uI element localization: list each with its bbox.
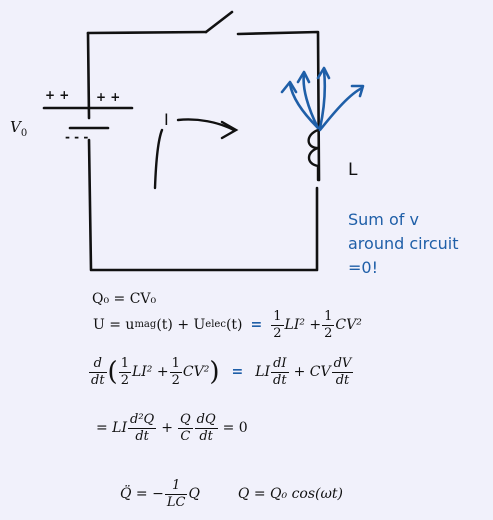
plus-left-label: + + bbox=[45, 88, 70, 102]
source-label: V0 bbox=[10, 118, 28, 139]
top-wire-right bbox=[236, 30, 321, 182]
kvl-note: Sum of v around circuit =0! bbox=[348, 208, 458, 280]
li2-term-2: LI² + bbox=[131, 364, 169, 380]
eq4-lhs: = LI bbox=[96, 420, 128, 436]
close-paren: ) bbox=[209, 357, 220, 387]
kvl-note-line3: =0! bbox=[348, 258, 378, 277]
top-wire-left bbox=[86, 30, 208, 35]
blue-equals-2: = bbox=[231, 364, 244, 380]
qdd-lhs: Q̈ = − bbox=[120, 486, 164, 502]
qdd-rhs: Q bbox=[188, 486, 200, 502]
open-paren: ( bbox=[107, 357, 118, 387]
eq4-rhs: = 0 bbox=[222, 420, 248, 436]
kvl-note-line1: Sum of v bbox=[348, 210, 419, 229]
cv-term: + CV bbox=[293, 364, 331, 380]
energy-t: (t) bbox=[225, 317, 243, 333]
blue-equals: = bbox=[250, 317, 263, 333]
cv2-term: CV² bbox=[335, 317, 362, 333]
plus-sign: + bbox=[161, 420, 173, 436]
bottom-wire bbox=[87, 138, 319, 272]
field-lines-icon bbox=[280, 66, 365, 132]
left-wire-upper bbox=[86, 31, 91, 120]
current-label: I bbox=[164, 110, 169, 129]
cv2-term-2: CV² bbox=[182, 364, 210, 380]
equation-solution: Q = Q₀ cos(ωt) bbox=[237, 486, 343, 502]
li2-term: LI² + bbox=[284, 317, 322, 333]
inductor-label: L bbox=[348, 160, 358, 180]
kvl-note-line2: around circuit bbox=[348, 234, 459, 253]
energy-lhs: U = u bbox=[93, 317, 135, 333]
li-term: LI bbox=[255, 364, 271, 380]
switch-lever bbox=[204, 10, 234, 34]
energy-elec-sub: elec bbox=[205, 319, 226, 330]
plus-right-label: + + bbox=[96, 90, 121, 104]
energy-mid: (t) + U bbox=[156, 317, 206, 333]
current-arrow bbox=[153, 118, 239, 190]
equation-charge: Q₀ = CV₀ bbox=[92, 291, 157, 307]
minus-label: - - - bbox=[65, 130, 89, 144]
energy-mag-sub: mag bbox=[134, 319, 157, 330]
inductor-coil bbox=[307, 128, 320, 182]
